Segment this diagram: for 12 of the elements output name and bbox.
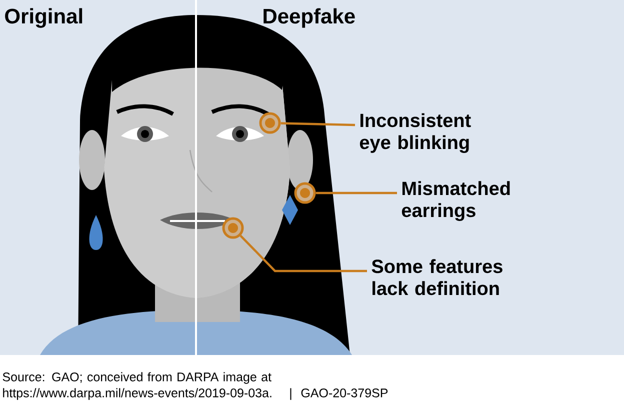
leader-line [280, 122, 356, 126]
panel-heading: Original [5, 8, 82, 28]
marker-ring [294, 182, 316, 204]
panel-heading: Deepfake [264, 8, 355, 28]
leader-line [316, 192, 397, 194]
marker-ring [222, 217, 244, 239]
callout-text: Mismatched earrings [402, 181, 510, 221]
source-note: Source: GAO; conceived from DARPA image at https://www.darpa.mil/news-events/2019-09-03a. | GAO-20-379SP [2, 372, 388, 400]
leader-line [240, 234, 367, 272]
callout-text: Some features lack definition [372, 259, 502, 296]
callout-text: Inconsistent eye blinking [360, 113, 471, 153]
marker-ring [259, 112, 281, 134]
